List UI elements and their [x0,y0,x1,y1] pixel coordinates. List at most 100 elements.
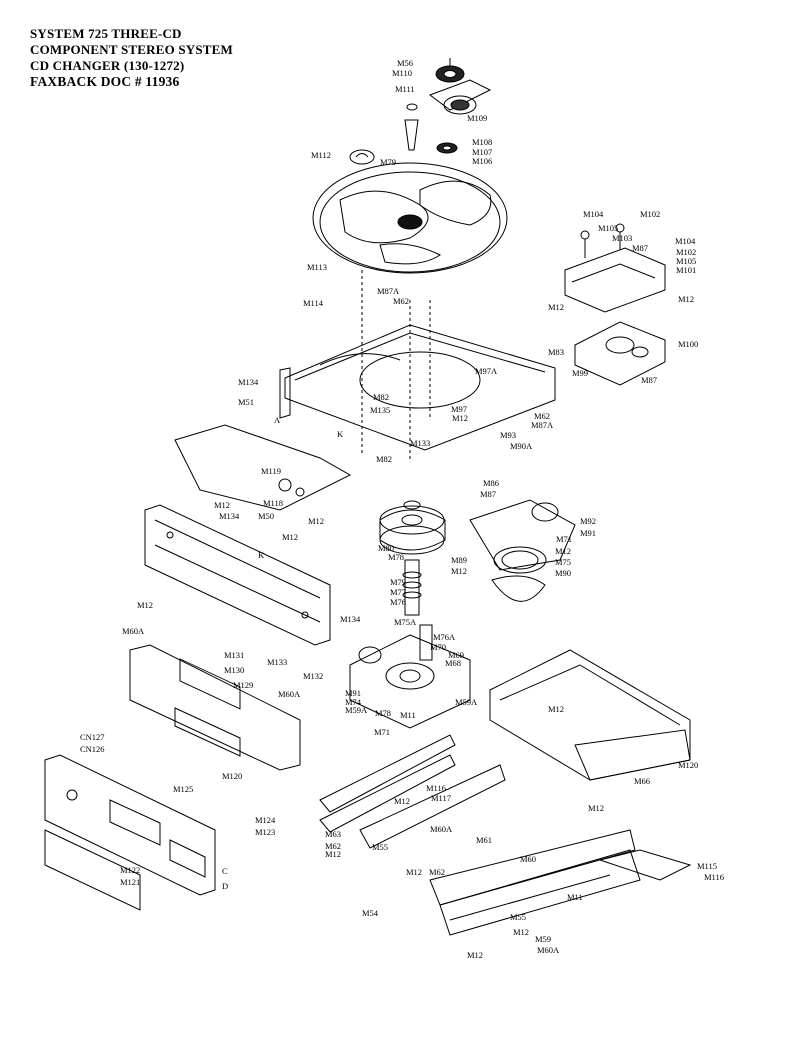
part-label: M79 [380,157,396,167]
part-label: M99 [572,368,588,378]
part-label: M102 [640,209,660,219]
part-label: M75 [555,557,571,567]
part-label: M125 [173,784,193,794]
part-label: M104 [583,209,604,219]
part-label: M55 [510,912,526,922]
part-label: M82 [373,392,389,402]
part-label: M12 [214,500,230,510]
part-label: M104 [675,236,696,246]
part-label: M50 [258,511,274,521]
part-label: M113 [307,262,327,272]
part-label: M123 [255,827,275,837]
part-label: M60 [520,854,536,864]
part-label: CN126 [80,744,105,754]
part-label: M112 [311,150,331,160]
part-label: M12 [308,516,324,526]
part-label: M133 [267,657,287,667]
part-label: K [258,550,265,560]
part-label: M11 [567,892,583,902]
part-label: M76A [433,632,456,642]
sub-circuit-board [174,424,352,511]
part-label: M83 [548,347,564,357]
part-label: M59A [345,705,368,715]
part-label: M68 [445,658,461,668]
part-label: M69 [448,650,464,660]
front-frame [144,504,331,646]
diagram-linework [44,58,692,936]
part-label: M71 [556,534,572,544]
part-label: M12 [467,950,483,960]
tray-cover-plate [489,649,691,781]
part-label: M103 [612,233,632,243]
part-label: M107 [472,147,492,157]
part-label: M59A [455,697,478,707]
part-label: M93 [500,430,516,440]
part-label: K [337,429,344,439]
part-label: M12 [451,566,467,576]
part-label: M12 [548,704,564,714]
part-label: M12 [513,927,529,937]
header-line-2: COMPONENT STEREO SYSTEM [30,42,234,57]
part-label: M121 [120,877,140,887]
part-label: M100 [678,339,698,349]
part-label: M12 [137,600,153,610]
part-label: M110 [392,68,412,78]
part-label: M97A [475,366,498,376]
part-label: D [222,881,228,891]
part-label: M105 [676,256,696,266]
part-label: M97 [451,404,467,414]
part-label: M89 [451,555,467,565]
main-chassis [279,270,556,460]
part-label: M86 [483,478,499,488]
part-label: M91 [345,688,361,698]
part-label: M131 [224,650,244,660]
part-label: M111 [395,84,415,94]
part-label: M12 [282,532,298,542]
part-label: M75A [394,617,417,627]
part-label: M61 [476,835,492,845]
part-label: M12 [394,796,410,806]
part-label: M132 [303,671,323,681]
part-label: M78 [388,552,404,562]
part-label: M59 [535,934,551,944]
header-line-3: CD CHANGER (130-1272) [30,58,185,73]
part-label: M62 [325,841,341,851]
part-label: M114 [303,298,324,308]
part-label: M87A [377,286,400,296]
right-motor-board [564,223,666,386]
part-label: M12 [452,413,468,423]
part-label: CN127 [80,732,105,742]
part-label: M71 [374,727,390,737]
part-label: M101 [676,265,696,275]
part-label: M12 [548,302,564,312]
part-label: M117 [431,793,451,803]
part-label: M12 [588,803,604,813]
part-label: M116 [704,872,724,882]
part-label: M90A [510,441,533,451]
part-label: A [274,415,281,425]
part-label: M122 [120,865,140,875]
part-label: M134 [219,511,240,521]
part-label: M60A [122,626,145,636]
part-label: M130 [224,665,244,675]
part-label: M51 [238,397,254,407]
part-label: M82 [376,454,392,464]
part-label: M60A [430,824,453,834]
header-line-1: SYSTEM 725 THREE-CD [30,26,182,41]
part-label: M70 [430,642,446,652]
part-label: M109 [467,113,487,123]
part-label: C [222,866,228,876]
part-label: M119 [261,466,281,476]
part-label: M92 [580,516,596,526]
part-label: M87 [632,243,648,253]
part-label: M62 [393,296,409,306]
part-label: M74 [345,697,362,707]
part-label: M118 [263,498,283,508]
belt-motor-assembly [469,499,576,602]
part-label: M133 [410,438,430,448]
part-label: M66 [634,776,650,786]
part-label: M60A [278,689,301,699]
part-label: M129 [233,680,253,690]
